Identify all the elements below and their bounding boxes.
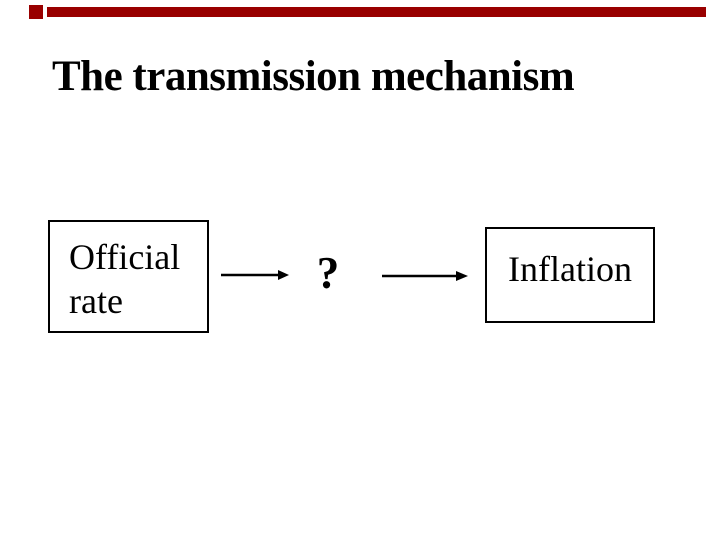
node-inflation: Inflation <box>485 227 655 323</box>
node-official-rate-label: Official rate <box>69 237 181 321</box>
accent-bar <box>47 7 706 17</box>
node-inflation-label: Inflation <box>508 249 632 289</box>
accent-square <box>29 5 43 19</box>
node-official-rate: Official rate <box>48 220 209 333</box>
question-mark-label: ? <box>316 248 340 298</box>
arrow-right-icon <box>221 270 289 280</box>
arrow-right-icon <box>382 271 468 281</box>
slide-title: The transmission mechanism <box>52 53 575 100</box>
